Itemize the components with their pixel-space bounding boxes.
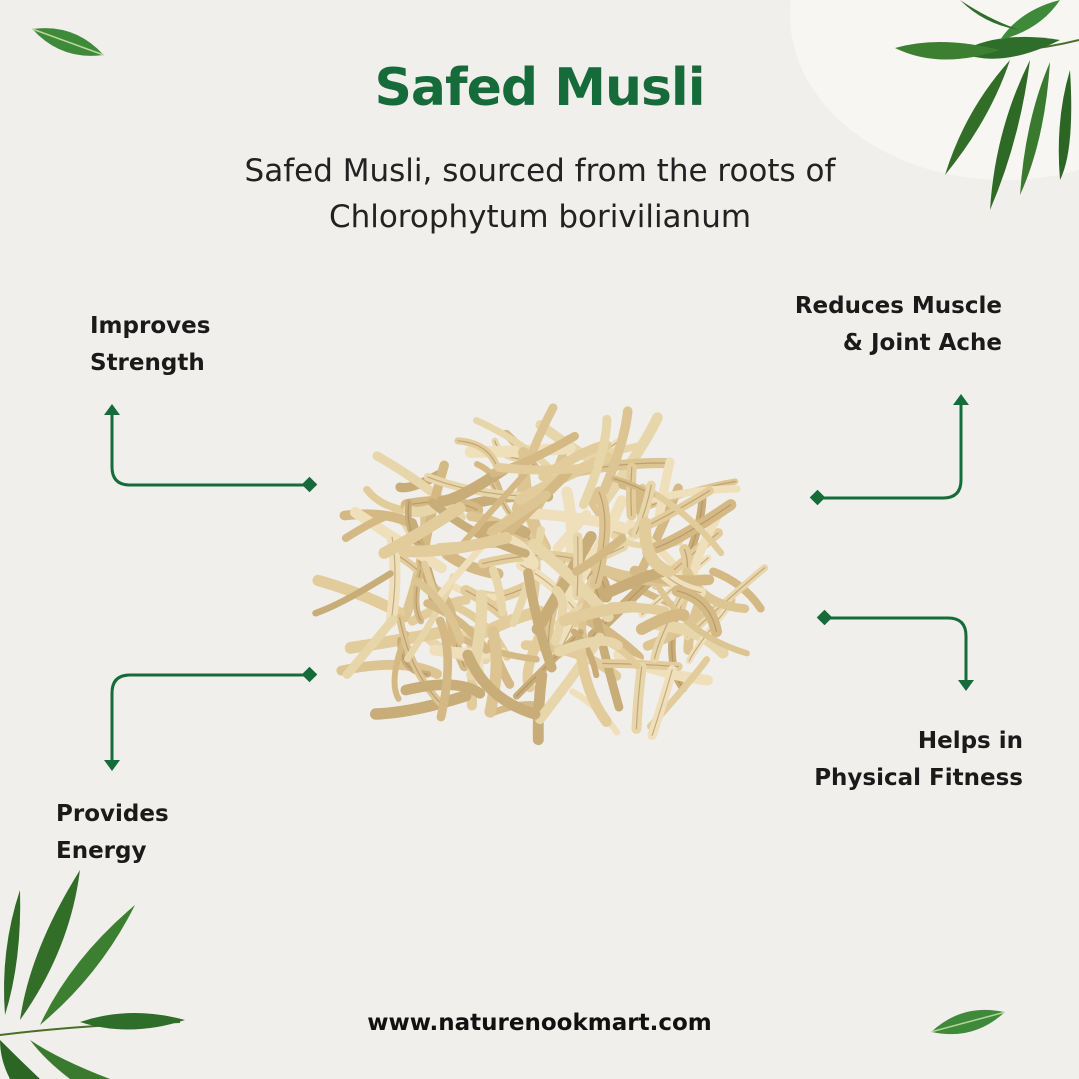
root-strand: [550, 585, 568, 646]
root-strand: [397, 532, 512, 558]
benefit-physical-fitness: Helps in Physical Fitness: [814, 723, 1023, 797]
root-strand: [532, 669, 548, 746]
root-strand: [342, 615, 398, 679]
root-strand: [574, 640, 612, 727]
root-strand: [435, 616, 453, 722]
root-shadow-line: [635, 484, 652, 535]
root-strand: [601, 566, 667, 599]
arrow-up-icon: [104, 404, 120, 415]
root-strand: [462, 649, 541, 720]
root-strand: [558, 600, 639, 627]
benefit-label-line-2: Physical Fitness: [814, 765, 1023, 791]
connector-top-right: [816, 400, 963, 500]
root-strand: [523, 568, 557, 673]
root-strand: [572, 534, 627, 576]
leaf-icon: [32, 28, 104, 56]
root-strand: [494, 462, 594, 475]
root-strand: [596, 412, 663, 511]
root-strand: [339, 509, 411, 526]
branch-bottom-left: [0, 870, 185, 1079]
root-strand: [578, 414, 612, 510]
website-link[interactable]: www.naturenookmart.com: [367, 1010, 712, 1036]
root-shadow-line: [630, 466, 633, 517]
benefit-improves-strength: Improves Strength: [90, 308, 210, 382]
benefit-provides-energy: Provides Energy: [56, 796, 169, 870]
benefit-label-line-2: Strength: [90, 350, 205, 376]
root-strand: [635, 608, 690, 636]
root-shadow-line: [415, 569, 422, 622]
arrow-down-icon: [104, 760, 120, 771]
root-strand: [312, 570, 394, 617]
root-strand: [552, 509, 592, 553]
root-strand: [484, 625, 503, 718]
leaf-icon: [931, 1009, 1005, 1035]
root-strand: [413, 577, 465, 645]
root-strand: [656, 585, 750, 657]
subtitle-line-1: Safed Musli, sourced from the roots of: [244, 153, 836, 189]
subtitle: Safed Musli, sourced from the roots of C…: [140, 148, 940, 240]
arrow-down-icon: [958, 680, 974, 691]
root-strand: [570, 628, 600, 679]
root-shadow-line: [635, 666, 643, 730]
root-strand: [639, 517, 675, 578]
root-strand: [531, 531, 597, 635]
root-strand: [369, 690, 472, 720]
connector-top-left: [110, 410, 312, 487]
root-strand: [378, 502, 466, 559]
root-shadow-line: [676, 590, 717, 633]
root-strand: [341, 512, 390, 543]
root-strand: [654, 457, 675, 521]
benefit-label-line-1: Improves: [90, 313, 211, 339]
root-strand: [488, 565, 507, 617]
benefit-reduces-muscle-ache: Reduces Muscle & Joint Ache: [795, 288, 1002, 362]
benefit-label-line-1: Reduces Muscle: [794, 293, 1002, 319]
page-title: Safed Musli: [374, 58, 705, 118]
arrow-up-icon: [953, 394, 969, 405]
benefit-label-line-1: Helps in: [917, 728, 1023, 754]
benefit-label-line-2: Energy: [56, 838, 147, 864]
connector-bottom-left: [110, 673, 312, 764]
benefit-label-line-1: Provides: [56, 801, 169, 827]
connector-bottom-right: [823, 616, 968, 684]
root-strand: [487, 490, 551, 537]
root-strand: [554, 636, 623, 657]
branch-top-right: [895, 0, 1079, 210]
subtitle-line-2: Chlorophytum borivilianum: [328, 199, 752, 235]
root-shadow-line: [655, 504, 732, 549]
benefit-label-line-2: & Joint Ache: [842, 330, 1002, 356]
root-strand: [599, 406, 633, 496]
root-shadow-line: [595, 491, 606, 585]
root-shadow-line: [688, 607, 729, 662]
root-shadow-line: [399, 617, 445, 707]
connector-node: [816, 609, 833, 626]
root-shadow-line: [651, 669, 673, 736]
